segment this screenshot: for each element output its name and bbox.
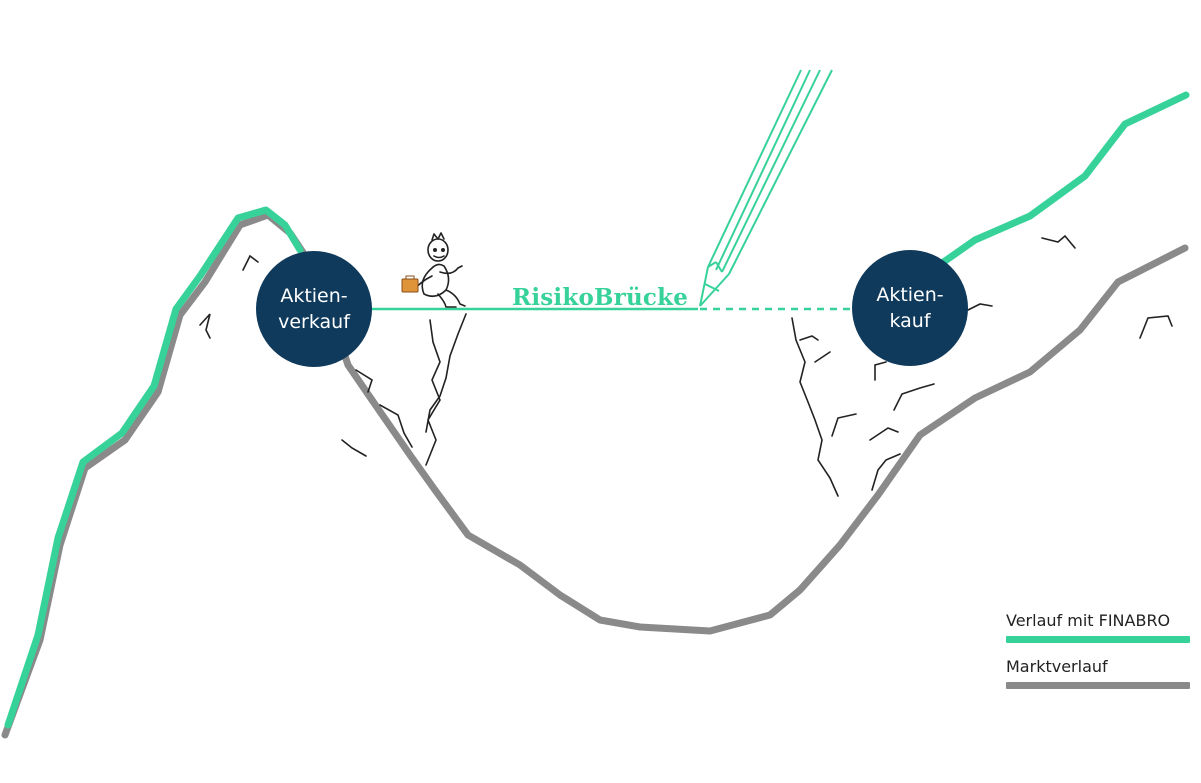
stick-figure-icon xyxy=(413,232,466,308)
risk-bridge-title: RisikoBrücke xyxy=(512,284,689,311)
market-curve xyxy=(1,211,1189,739)
legend-finabro-swatch xyxy=(1006,636,1190,643)
legend-market-label: Marktverlauf xyxy=(1006,657,1108,676)
rock-cracks xyxy=(199,234,1173,497)
legend-finabro-label: Verlauf mit FINABRO xyxy=(1006,611,1171,630)
briefcase-icon xyxy=(401,275,419,293)
node-stock-sale-line2: verkauf xyxy=(278,311,350,333)
legend-finabro: Verlauf mit FINABRO xyxy=(1006,611,1190,643)
node-stock-purchase-line2: kauf xyxy=(889,310,931,332)
legend-market-swatch xyxy=(1006,682,1190,689)
finabro-curve-right xyxy=(931,91,1190,272)
node-stock-purchase-line1: Aktien- xyxy=(876,284,944,306)
finabro-curve-left xyxy=(4,206,304,729)
pencil-icon xyxy=(699,69,833,307)
node-stock-purchase: Aktien- kauf xyxy=(852,250,968,366)
node-stock-sale-line1: Aktien- xyxy=(280,285,348,307)
node-stock-sale: Aktien- verkauf xyxy=(256,251,372,367)
legend-market: Marktverlauf xyxy=(1006,657,1190,689)
